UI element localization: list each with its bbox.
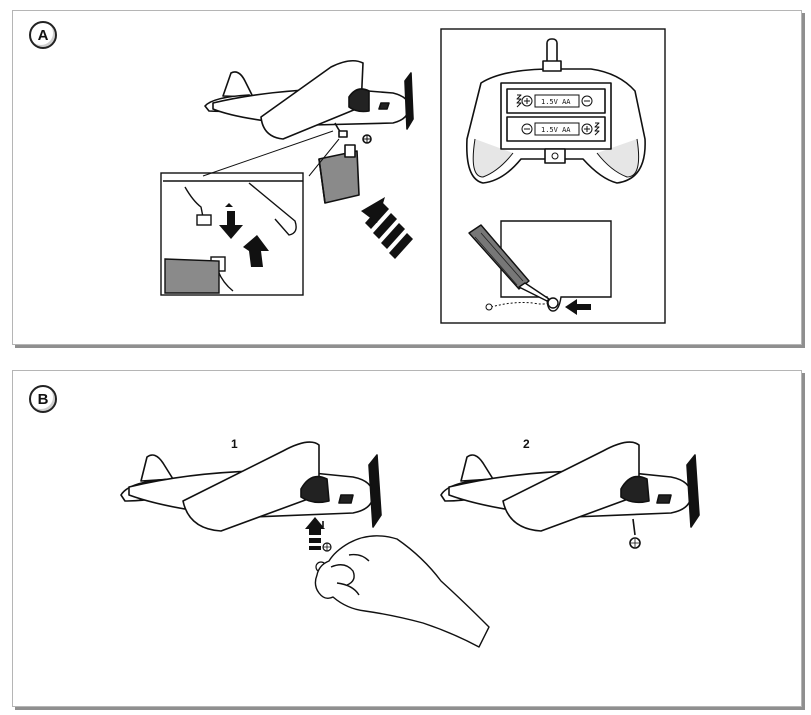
panel-a-illustration: 1.5V AA 1.5V AA: [160, 28, 666, 324]
airplane-illustration-a: [204, 59, 414, 144]
panel-b-illustration: [120, 441, 700, 648]
panel-b: B 1 2: [12, 370, 802, 707]
battery-slot-top: [521, 94, 593, 108]
airplane-illustration-b2: [440, 441, 700, 549]
battery-slot-bottom: [521, 122, 593, 136]
panel-b-badge: B: [29, 385, 57, 413]
battery-label-top: 1.5V AA: [541, 98, 571, 106]
battery-pack: [318, 144, 360, 204]
airplane-illustration-b1: [120, 441, 382, 532]
panel-a: A: [12, 10, 802, 345]
connector-arrows: [219, 203, 269, 267]
screw-arrow: [565, 299, 591, 315]
battery-label-bottom: 1.5V AA: [541, 126, 571, 134]
step-number-2: 2: [523, 437, 530, 451]
step-number-1: 1: [231, 437, 238, 451]
insert-arrow-large: [361, 197, 413, 259]
up-arrow: [305, 517, 325, 550]
panel-a-badge: A: [29, 21, 57, 49]
connector-inset: [160, 130, 340, 296]
screwdriver-icon: [468, 224, 550, 302]
hand-illustration: [314, 535, 490, 648]
